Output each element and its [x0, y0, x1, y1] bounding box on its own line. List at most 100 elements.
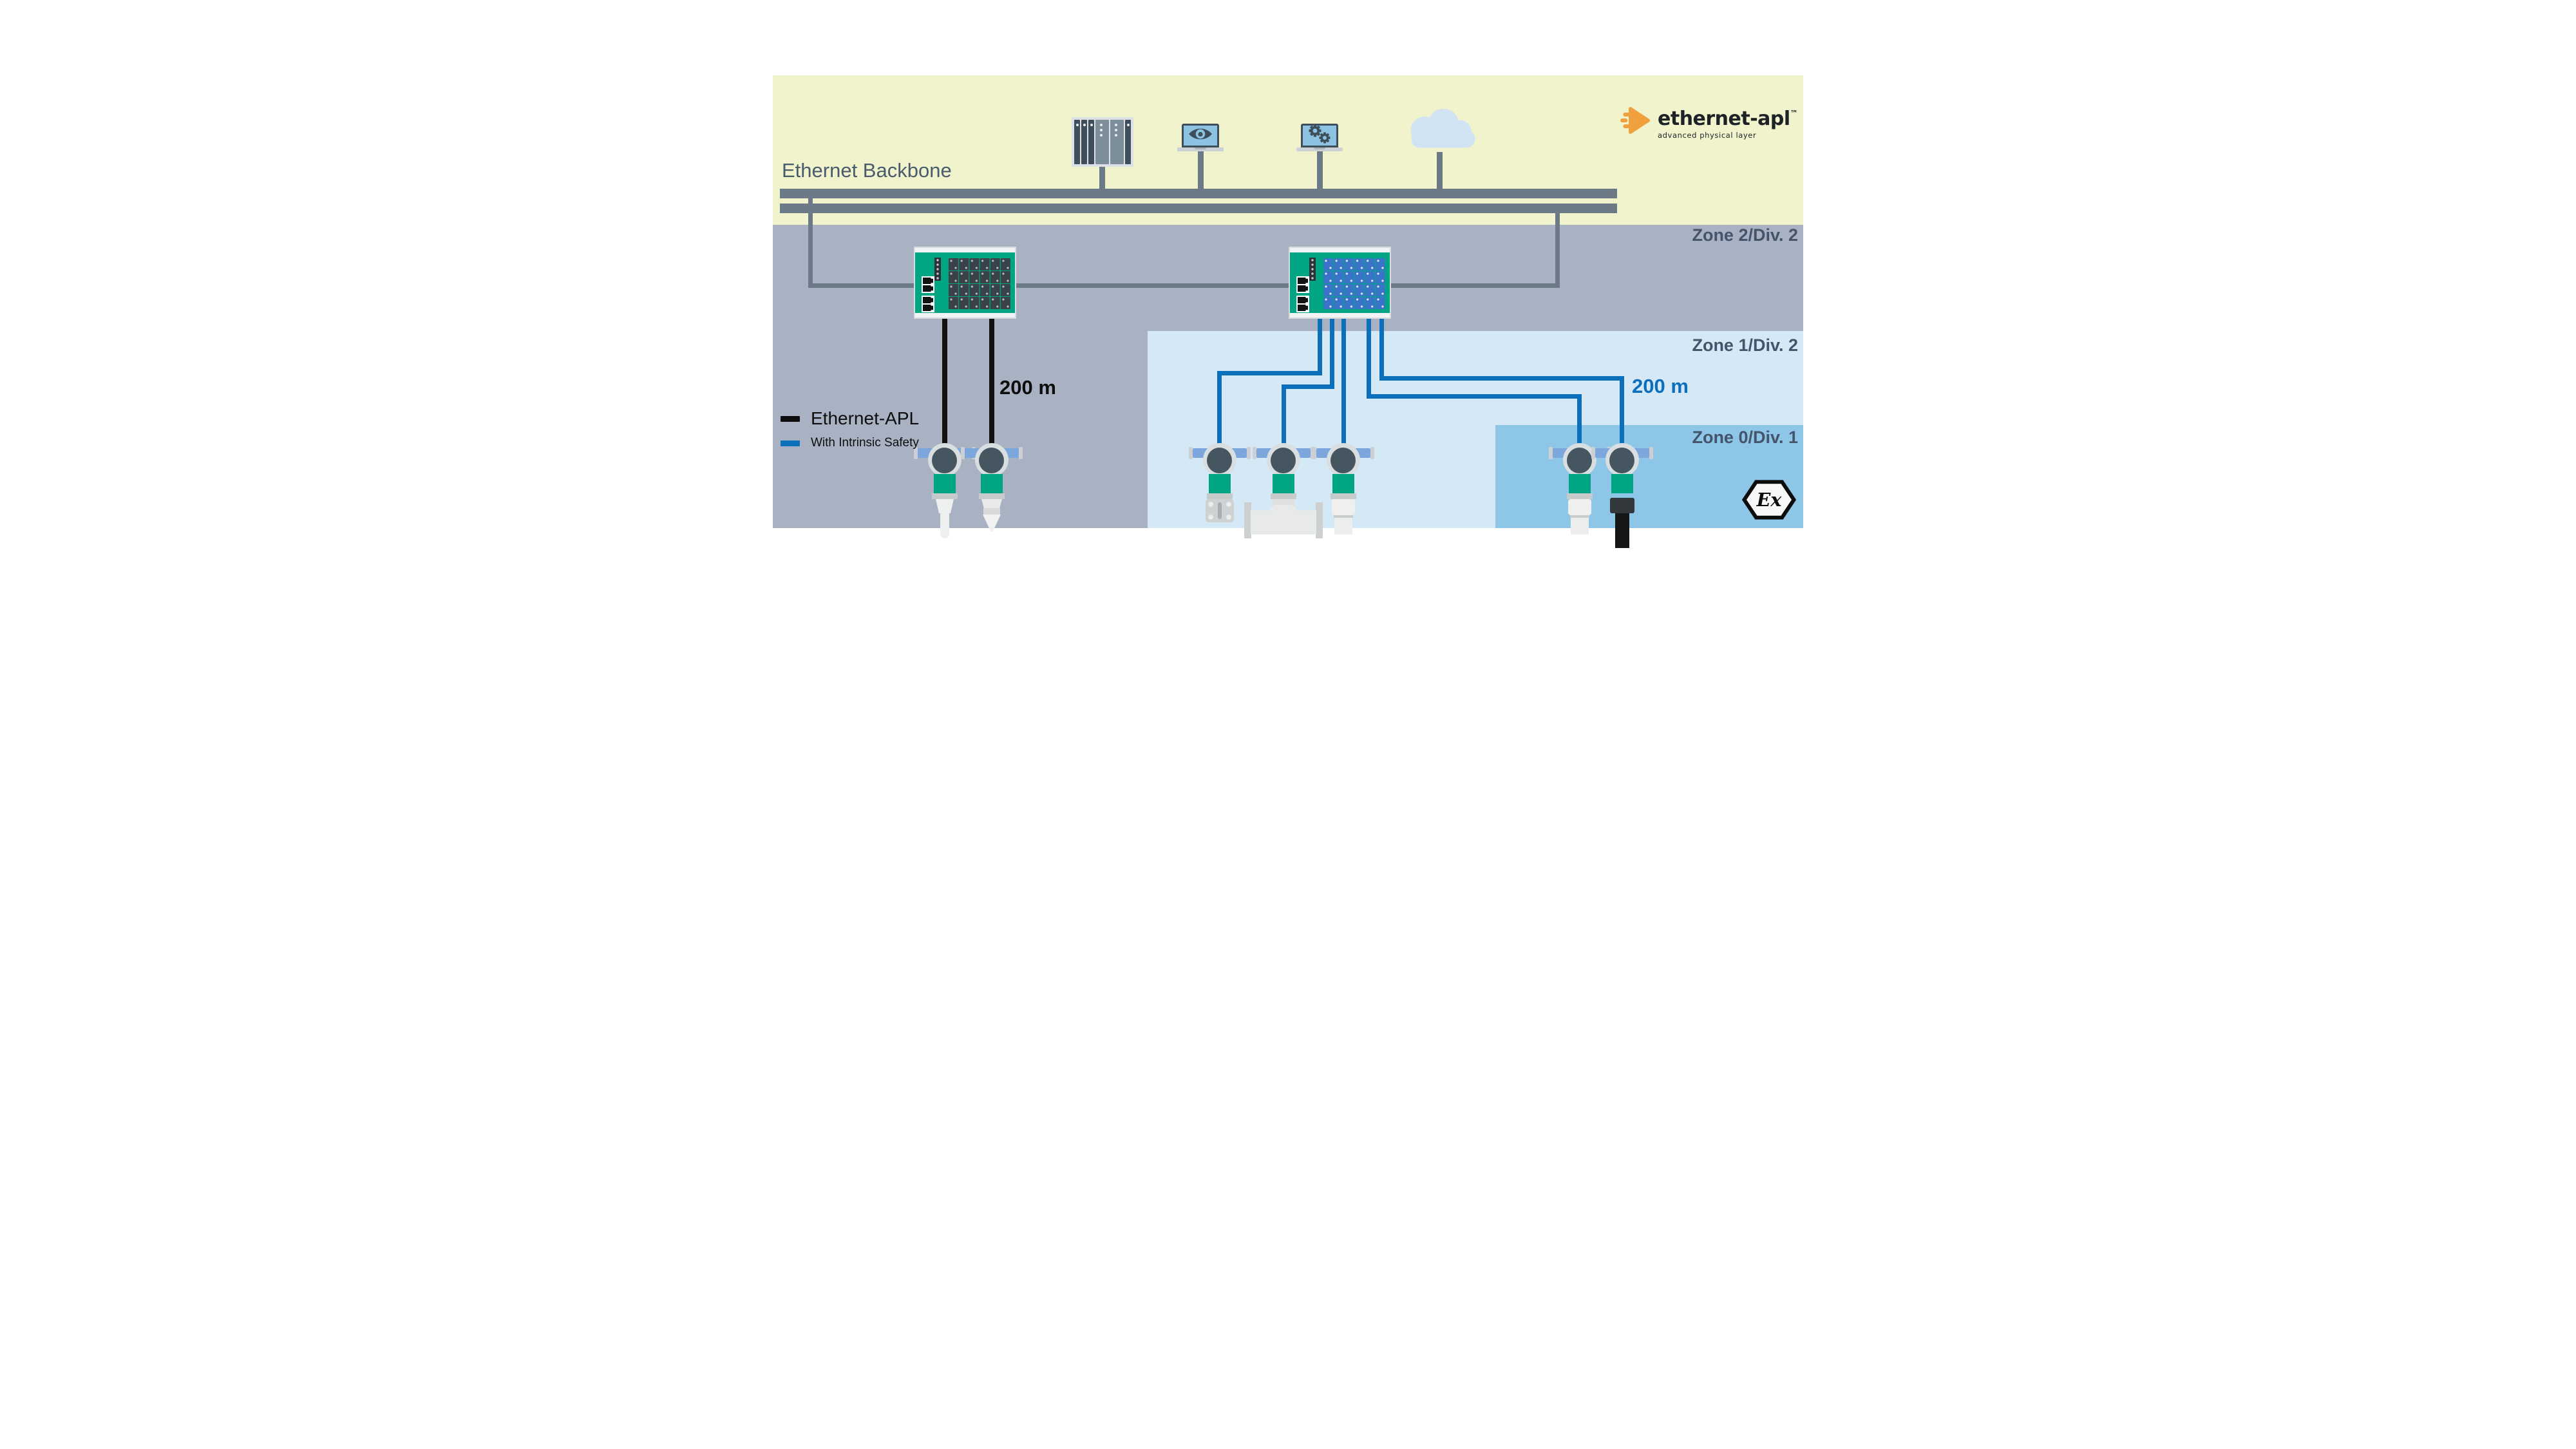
device-probe: [983, 508, 1000, 515]
device-collar: [1567, 493, 1593, 499]
plc-card: [1081, 120, 1087, 164]
switch-connector-strip: [1309, 258, 1316, 281]
device-tab: [1253, 447, 1256, 459]
device-display: [1609, 448, 1634, 473]
device-head: [1327, 443, 1360, 477]
device-probe: [940, 513, 949, 538]
device-probe: [1568, 499, 1591, 515]
device-neck: [1569, 474, 1591, 493]
device-display: [1331, 448, 1356, 473]
switch-trunk-line: [808, 283, 1560, 288]
level-transmitter-zone0: [1549, 440, 1611, 563]
device-collar: [1331, 493, 1356, 499]
is-cable-segment: [1379, 376, 1624, 381]
field-transmitter-cone: [961, 440, 1023, 563]
eye-icon: [1188, 126, 1213, 146]
switch-ethernet-ports: [922, 296, 934, 312]
legend-label: Ethernet-APL: [811, 408, 920, 428]
logo-tagline: advanced physical layer: [1658, 131, 1757, 140]
switch-ethernet-ports: [1296, 276, 1309, 293]
apl-cable-segment: [942, 319, 947, 446]
legend-row: With Intrinsic Safety: [781, 436, 919, 450]
legend-row: Ethernet-APL: [781, 408, 919, 429]
device-tab: [1312, 447, 1316, 459]
device-probe: [1570, 515, 1589, 518]
laptop-base: [1177, 147, 1224, 151]
device-neck: [1332, 474, 1354, 493]
rj45-port: [923, 305, 933, 311]
ethernet-apl-topology-diagram: Zone 2/Div. 2 Zone 1/Div. 2 Zone 0/Div. …: [773, 0, 1803, 580]
device-collar: [932, 493, 958, 499]
device-tab: [1247, 447, 1251, 459]
backbone-title: Ethernet Backbone: [782, 159, 952, 182]
logo-brand: ethernet-apl: [1658, 108, 1790, 130]
is-cable-segment: [1330, 319, 1334, 389]
backbone-area-band: [773, 75, 1803, 225]
monitoring-laptop: [1177, 124, 1224, 151]
switch-terminal-grid: [949, 258, 1010, 309]
is-cable-segment: [1217, 371, 1222, 446]
apl-cable-segment: [989, 319, 994, 446]
switch-terminal-grid: [1323, 258, 1385, 309]
probe-transmitter-zone0: [1591, 440, 1653, 563]
device-probe: [1571, 518, 1589, 535]
rj45-port: [1298, 278, 1308, 284]
cloud-stem: [1437, 152, 1443, 191]
rj45-port: [923, 278, 933, 284]
field-transmitter-rod: [914, 440, 976, 563]
plc-card: [1125, 120, 1131, 164]
device-probe: [936, 499, 954, 513]
is-cable-segment: [1367, 319, 1371, 399]
device-flange-slot: [1218, 502, 1222, 519]
ex-text: Ex: [1756, 489, 1783, 511]
is-distance-label: 200 m: [1632, 375, 1689, 397]
laptop-screen: [1301, 124, 1338, 147]
device-neck: [1611, 474, 1633, 493]
apl-swatch: [781, 415, 800, 422]
device-collar: [1207, 493, 1233, 499]
laptop-screen: [1182, 124, 1219, 147]
device-tab: [1591, 447, 1595, 459]
backbone-drop-left: [808, 191, 813, 288]
logo-trademark: ™: [1790, 109, 1798, 118]
device-neck: [1273, 474, 1294, 493]
is-cable-segment: [1282, 384, 1286, 446]
device-head: [928, 443, 961, 477]
device-probe: [981, 499, 1002, 508]
logo-text-block: ethernet-apl™ advanced physical layer: [1658, 104, 1798, 140]
cable-legend: Ethernet-APL With Intrinsic Safety: [781, 408, 919, 450]
device-tab: [1649, 447, 1653, 459]
is-cable-segment: [1282, 384, 1334, 389]
is-swatch: [781, 440, 800, 446]
device-head: [1267, 443, 1300, 477]
device-display: [932, 448, 957, 473]
device-probe: [1334, 518, 1352, 535]
is-cable-segment: [1379, 319, 1384, 381]
engineering-laptop: [1296, 124, 1343, 151]
device-neck: [981, 474, 1003, 493]
device-probe: [1615, 513, 1629, 548]
device-tab: [1019, 447, 1023, 459]
device-display: [1207, 448, 1232, 473]
device-display: [1567, 448, 1592, 473]
apl-field-switch-zone2: [914, 247, 1016, 319]
switch-connector-strip: [934, 258, 941, 281]
plc-card: [1088, 120, 1094, 164]
rj45-port: [923, 297, 933, 303]
apl-distance-label: 200 m: [999, 376, 1056, 399]
device-collar: [1271, 493, 1296, 499]
device-probe: [1332, 499, 1355, 515]
switch-ethernet-ports: [1296, 296, 1309, 312]
is-cable-segment: [1318, 319, 1322, 375]
is-cable-segment: [1620, 376, 1624, 446]
device-probe: [1610, 498, 1634, 513]
device-head: [1563, 443, 1596, 477]
device-tab: [1370, 447, 1374, 459]
laptop2-stem: [1317, 149, 1323, 191]
device-probe: [983, 515, 1001, 531]
gears-icon: [1305, 124, 1334, 147]
zone0-label: Zone 0/Div. 1: [1692, 428, 1798, 447]
is-cable-segment: [1341, 319, 1346, 446]
device-neck: [1209, 474, 1231, 493]
device-tab: [961, 447, 965, 459]
